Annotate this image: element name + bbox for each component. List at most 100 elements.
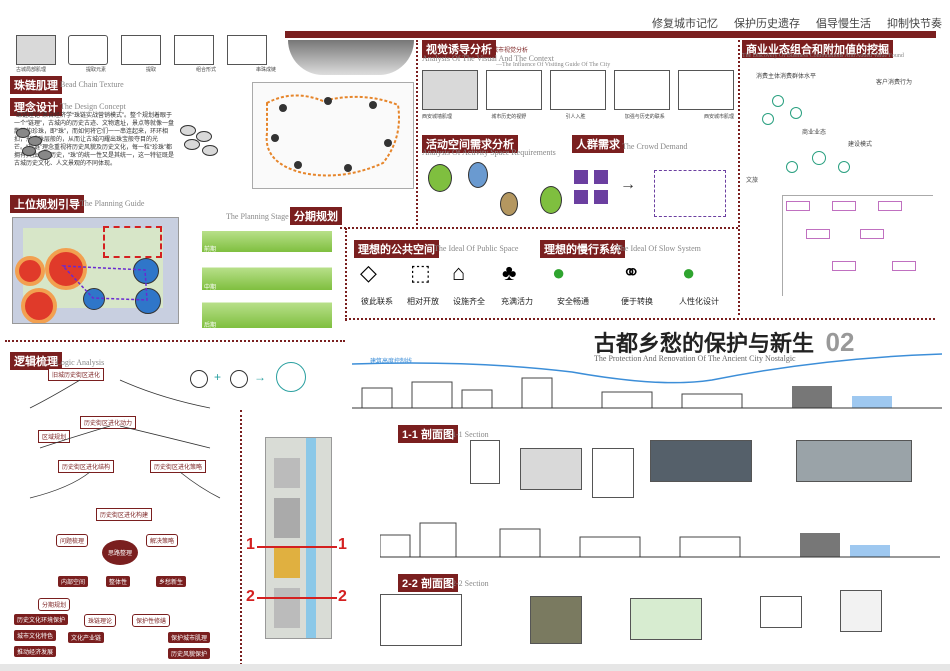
slogan: 保护历史遗存 bbox=[734, 18, 800, 30]
bead-title: 珠链肌理 bbox=[10, 76, 62, 94]
main-title-num: 02 bbox=[825, 327, 855, 357]
slow-system-label: 人性化设计 bbox=[679, 297, 719, 306]
divider bbox=[345, 228, 347, 321]
planning-stage-title: 分期规划 bbox=[290, 207, 342, 225]
crowd-subtitle: The Crowd Demand bbox=[622, 142, 688, 151]
bench-icon: ● bbox=[682, 260, 696, 285]
business-label: 商业业态 bbox=[802, 130, 827, 136]
public-space-label: 相对开放 bbox=[407, 297, 439, 306]
activity-title: 活动空间需求分析 bbox=[422, 135, 518, 153]
section1-details bbox=[470, 440, 912, 510]
logic-node: 历史街区进化策略 bbox=[150, 460, 207, 473]
visual-caption: 西安城墙肌理 bbox=[422, 114, 453, 120]
mind-branch: 整体性 bbox=[106, 576, 131, 587]
business-label: 建设模式 bbox=[848, 142, 873, 148]
section-plan bbox=[265, 437, 332, 639]
bead-chain-illustration bbox=[16, 128, 66, 168]
logic-node: 历史街区进化动力 bbox=[80, 416, 137, 429]
logic-subtitle: Logic Analysis bbox=[56, 358, 105, 367]
sketch-thumb bbox=[614, 70, 670, 110]
business-label: 文旅 bbox=[746, 178, 759, 184]
open-icon: ⬚ bbox=[410, 260, 431, 285]
visual-title-note: —城市视觉分析 bbox=[486, 48, 529, 54]
divider bbox=[5, 340, 345, 342]
header-bar bbox=[285, 31, 936, 38]
section-line-1 bbox=[257, 546, 337, 548]
mind-leaf: 历史风貌保护 bbox=[168, 648, 211, 659]
sketch-thumb bbox=[486, 70, 542, 110]
visual-subtitle2: —The Influence Of Visiting Guide Of The … bbox=[496, 62, 611, 68]
visual-title: 视觉诱导分析 bbox=[422, 40, 496, 58]
stage-label: 后期 bbox=[204, 323, 217, 329]
section2-subtitle: 2-2 Section bbox=[452, 579, 489, 588]
logic-title: 逻辑梳理 bbox=[10, 352, 62, 370]
planning-guide-subtitle: The Planning Guide bbox=[80, 199, 145, 208]
stage-label: 中期 bbox=[204, 285, 217, 291]
public-space-label: 彼此联系 bbox=[361, 297, 393, 306]
mind-branch: 内部空间 bbox=[58, 576, 89, 587]
main-title-cn: 古都乡愁的保护与新生 bbox=[594, 331, 815, 356]
mind-branch: 珠链理论 bbox=[84, 614, 117, 627]
section-mark-1-right: 1 bbox=[338, 536, 347, 553]
link-icon: ◇ bbox=[360, 260, 377, 285]
logic-node: 区域规划 bbox=[38, 430, 71, 443]
main-title: 古都乡愁的保护与新生 02 bbox=[594, 326, 854, 358]
section1-subtitle: 1-1 Section bbox=[452, 430, 489, 439]
bead-thumb bbox=[68, 35, 108, 65]
sketch-thumb bbox=[550, 70, 606, 110]
bike-icon: ⚭ bbox=[622, 260, 641, 285]
crowd-title: 人群需求 bbox=[572, 135, 624, 153]
mind-leaf: 历史文化环境保护 bbox=[14, 614, 69, 625]
divider bbox=[738, 40, 740, 315]
bead-subtitle: Bead Chain Texture bbox=[60, 80, 124, 89]
section-mark-1-left: 1 bbox=[246, 536, 255, 553]
bead-thumb bbox=[16, 35, 56, 65]
logic-node: 历史街区进化结构 bbox=[58, 460, 115, 473]
divider bbox=[345, 318, 935, 320]
mind-map: 思路整理 问题梳理 解决策略 内部空间 整体性 乡愁新生 分期规划 珠链理论 保… bbox=[8, 520, 233, 665]
logic-tree: 旧城历史街区进化 历史街区进化动力 区域规划 历史街区进化结构 历史街区进化策略… bbox=[10, 368, 235, 521]
mind-branch: 问题梳理 bbox=[56, 534, 89, 547]
sketch-thumb bbox=[422, 70, 478, 110]
mind-leaf: 城市文化特色 bbox=[14, 630, 57, 641]
public-space-subtitle: The Ideal Of Public Space bbox=[434, 244, 519, 253]
visual-caption: 引人入胜 bbox=[565, 114, 586, 120]
crowd-icons: → bbox=[574, 170, 734, 220]
slogan: 修复城市记忆 bbox=[652, 18, 718, 30]
visual-caption: 西安城市肌理 bbox=[703, 114, 734, 120]
section-mark-2-left: 2 bbox=[246, 588, 255, 605]
mind-branch: 保护性修缮 bbox=[132, 614, 171, 627]
section-mark-2-right: 2 bbox=[338, 588, 347, 605]
mind-branch: 分期规划 bbox=[38, 598, 71, 611]
divider bbox=[416, 40, 418, 225]
bead-step-label: 提取 bbox=[145, 67, 156, 73]
activity-subtitle: Analysis Of Activity Space Requirements bbox=[422, 148, 556, 157]
business-diagram: 消费主体消费群体水平 客户消费行为 商业业态 建设模式 文旅 bbox=[742, 65, 936, 305]
bead-step-label: 串珠成链 bbox=[255, 67, 276, 73]
bead-steps bbox=[16, 35, 276, 65]
business-title: 商业业态组合和附加值的挖掘 bbox=[742, 40, 893, 58]
slow-system-label: 安全畅通 bbox=[557, 297, 589, 306]
public-space-label: 充满活力 bbox=[501, 297, 533, 306]
mind-branch: 解决策略 bbox=[146, 534, 179, 547]
bead-cluster-illustration bbox=[180, 125, 232, 185]
visual-subtitle: Analysis Of The Visual And The Context bbox=[422, 54, 554, 63]
logic-node: 旧城历史街区进化 bbox=[48, 368, 105, 381]
section-1-1-elevation bbox=[351, 350, 943, 422]
concept-subtitle: The Design Concept bbox=[60, 102, 126, 111]
bead-route-map bbox=[252, 82, 414, 189]
planning-stage-subtitle: The Planning Stage bbox=[226, 212, 289, 221]
slow-system-title: 理想的慢行系统 bbox=[540, 240, 625, 258]
planning-guide-map bbox=[12, 217, 179, 324]
public-space-label: 设施齐全 bbox=[453, 297, 485, 306]
planning-guide-title: 上位规划引导 bbox=[10, 195, 84, 213]
activity-illustrations bbox=[428, 160, 568, 216]
bead-step-labels: 古城局部肌理 提取元素 提取 组合形式 串珠成链 bbox=[16, 66, 276, 73]
arrow-right-icon: → bbox=[620, 176, 636, 193]
logic-node: 历史街区进化构建 bbox=[96, 508, 153, 521]
mind-leaf: 保护城市肌理 bbox=[168, 632, 211, 643]
visual-caption: 城市历史的视野 bbox=[491, 114, 527, 120]
bead-step-label: 提取元素 bbox=[85, 67, 106, 73]
facility-icon: ⌂ bbox=[452, 260, 466, 285]
slow-system-label: 便于转换 bbox=[621, 297, 653, 306]
